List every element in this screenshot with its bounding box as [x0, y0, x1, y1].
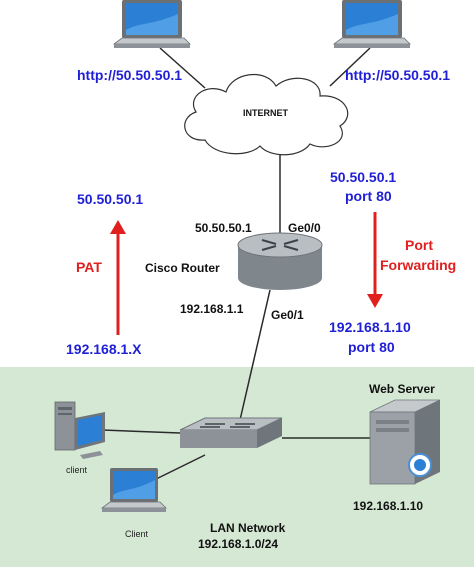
- lan-subnet: 192.168.1.0/24: [198, 537, 279, 551]
- link-router-switch: [239, 289, 271, 421]
- server-ip: 192.168.1.10: [353, 499, 424, 513]
- pf-public-ip: 50.50.50.1: [330, 169, 397, 185]
- internet-label: INTERNET: [243, 108, 288, 118]
- arrow-up-icon: [110, 220, 126, 335]
- router-lan-ip: 192.168.1.1: [180, 302, 244, 316]
- right-laptop-url: http://50.50.50.1: [345, 67, 451, 83]
- laptop-icon: [332, 0, 411, 48]
- pat-private-ip: 192.168.1.X: [66, 341, 142, 357]
- switch-icon: [179, 417, 283, 448]
- desktop-client-label: client: [66, 465, 88, 475]
- connection-lines: [101, 47, 371, 484]
- link-laptop-right-cloud: [329, 47, 371, 87]
- left-laptop-url: http://50.50.50.1: [77, 67, 183, 83]
- pat-public-ip: 50.50.50.1: [77, 191, 144, 207]
- link-desktop-switch: [101, 429, 181, 434]
- router-icon: [237, 232, 323, 290]
- server-icon: [369, 399, 441, 485]
- laptop-client-label: Client: [125, 529, 149, 539]
- pf-private-port: port 80: [348, 339, 395, 355]
- cloud-icon: [184, 73, 349, 156]
- server-label: Web Server: [369, 382, 435, 396]
- desktop-computer-icon: [54, 401, 105, 459]
- pf-public-port: port 80: [345, 188, 392, 204]
- pf-label-line1: Port: [405, 237, 433, 253]
- link-laptop-left-cloud: [159, 47, 206, 89]
- arrow-down-icon: [367, 212, 383, 308]
- pf-private-ip: 192.168.1.10: [329, 319, 411, 335]
- lan-title: LAN Network: [210, 521, 286, 535]
- laptop-icon: [112, 0, 191, 48]
- router-wan-ip: 50.50.50.1: [195, 221, 252, 235]
- pf-label-line2: Forwarding: [380, 257, 457, 273]
- router-lan-interface: Ge0/1: [271, 308, 304, 322]
- router-label: Cisco Router: [145, 261, 220, 275]
- router-wan-interface: Ge0/0: [288, 221, 321, 235]
- laptop-icon: [100, 468, 167, 512]
- pat-label: PAT: [76, 259, 102, 275]
